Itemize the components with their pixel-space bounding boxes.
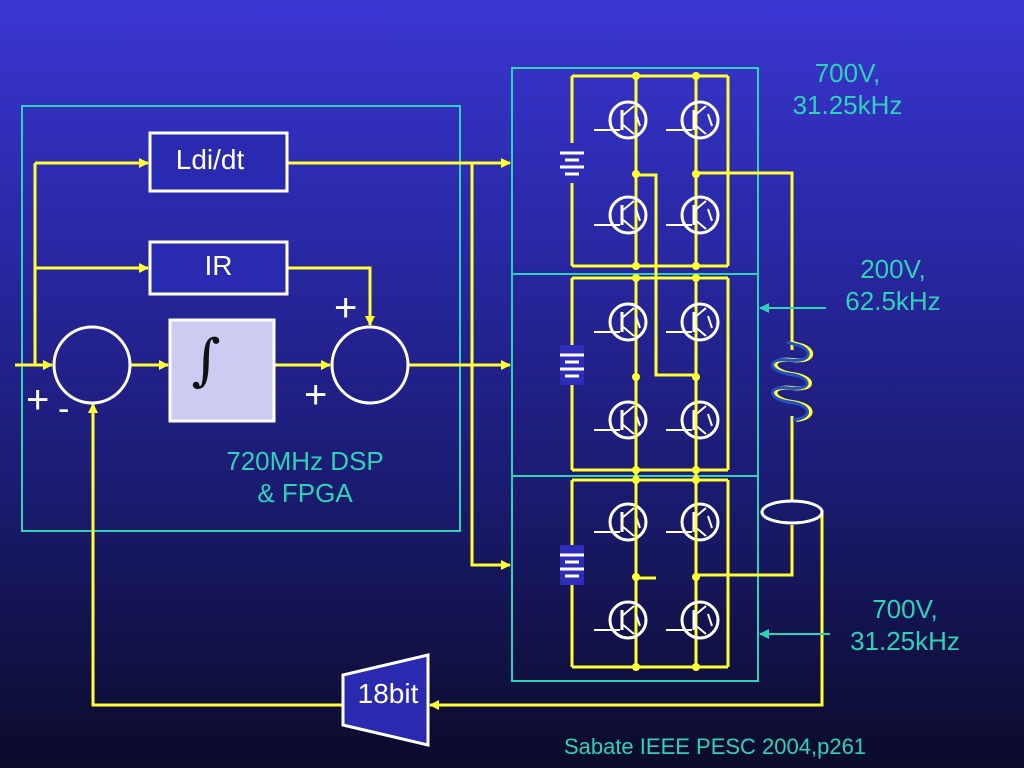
- stage-bot-frequency: 31.25kHz: [850, 625, 960, 656]
- igbt-s1-bottom-right: [680, 195, 720, 235]
- igbt-s2-bottom-right: [680, 400, 720, 440]
- sum1-plus-sign: +: [26, 378, 50, 422]
- citation: Sabate IEEE PESC 2004,p261: [563, 734, 867, 759]
- control-signal-wires: [15, 158, 824, 710]
- igbt-s3-top-right: [680, 502, 720, 542]
- stage-mid-frequency: 62.5kHz: [845, 285, 941, 316]
- igbt-s2-bottom-left: [608, 400, 648, 440]
- bridge-stage-frames: [511, 67, 759, 682]
- ir-label: IR: [204, 250, 233, 281]
- integrator-symbol: ∫: [191, 328, 221, 393]
- ldidt-block: [148, 131, 289, 193]
- stage-bot-voltage: 700V,: [872, 594, 938, 624]
- igbt-s1-bottom-left: [608, 195, 648, 235]
- magnet-coil: [771, 340, 813, 422]
- sum2-plus-top-sign: +: [334, 286, 358, 330]
- stage-mid-rating: 200V, 62.5kHz: [808, 254, 978, 317]
- stage-top-rating: 700V, 31.25kHz: [760, 58, 935, 121]
- dsp-label-line1: 720MHz DSP: [226, 446, 384, 476]
- load-wires: [696, 171, 794, 577]
- summing-junction-error: [52, 325, 132, 405]
- stage-pointer-arrows: [759, 303, 830, 639]
- igbt-s2-top-right: [680, 302, 720, 342]
- dsp-fpga-frame: [21, 105, 461, 532]
- stage-top-voltage: 700V,: [814, 58, 881, 88]
- adc-label: 18bit: [357, 678, 419, 709]
- igbt-s3-bottom-left: [608, 600, 648, 640]
- igbt-s3-bottom-right: [680, 600, 720, 640]
- adc-block: [341, 653, 430, 747]
- igbt-s1-top-left: [608, 100, 648, 140]
- stage-bot-rating: 700V, 31.25kHz: [820, 594, 990, 657]
- integrator-block: [168, 318, 276, 423]
- igbt-s2-top-left: [608, 302, 648, 342]
- summing-junction-output: [330, 325, 410, 405]
- ldidt-label: Ldi/dt: [175, 144, 245, 175]
- dsp-fpga-label: 720MHz DSP & FPGA: [180, 446, 430, 509]
- h-bridge-stages: [560, 72, 730, 671]
- dsp-label-line2: & FPGA: [257, 477, 353, 508]
- ir-block: [148, 240, 289, 296]
- current-sensor: [760, 499, 824, 525]
- stage-mid-voltage: 200V,: [860, 254, 926, 284]
- sum1-minus-sign: -: [58, 390, 70, 428]
- igbt-s3-top-left: [608, 502, 648, 542]
- igbt-s1-top-right: [680, 100, 720, 140]
- sum2-plus-left-sign: +: [304, 373, 328, 417]
- stage-top-frequency: 31.25kHz: [792, 89, 903, 120]
